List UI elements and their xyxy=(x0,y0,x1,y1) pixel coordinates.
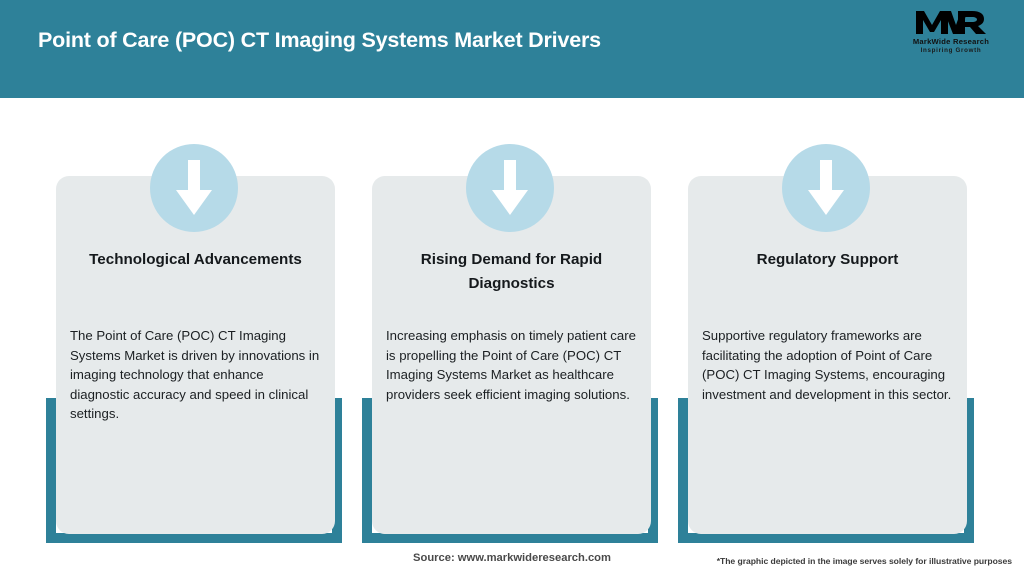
driver-card-3[interactable]: Regulatory Support Supportive regulatory… xyxy=(678,98,974,548)
card-body: The Point of Care (POC) CT Imaging Syste… xyxy=(70,328,320,422)
driver-card-2[interactable]: Rising Demand for Rapid Diagnostics Incr… xyxy=(362,98,658,548)
card-panel xyxy=(688,176,967,534)
frame-bottom-bar xyxy=(362,533,658,543)
down-arrow-icon xyxy=(782,144,870,232)
frame-bottom-bar xyxy=(46,533,342,543)
frame-bottom-bar xyxy=(678,533,974,543)
page-title: Point of Care (POC) CT Imaging Systems M… xyxy=(38,28,601,52)
logo-company-name: MarkWide Research xyxy=(912,37,990,46)
down-arrow-icon xyxy=(150,144,238,232)
card-title: Regulatory Support xyxy=(756,251,899,268)
card-panel xyxy=(56,176,335,534)
card-body: Supportive regulatory frameworks are fac… xyxy=(702,328,952,402)
disclaimer-label: *The graphic depicted in the image serve… xyxy=(716,556,1012,566)
brand-logo: MarkWide Research Inspiring Growth xyxy=(902,9,1000,57)
frame-right-bar xyxy=(964,398,974,543)
mwr-monogram-icon xyxy=(902,9,1000,36)
drivers-card-row: Technological Advancements The Point of … xyxy=(0,98,1024,576)
down-arrow-icon xyxy=(466,144,554,232)
frame-left-bar xyxy=(46,398,56,543)
header-bar xyxy=(0,0,1024,98)
card-body: Increasing emphasis on timely patient ca… xyxy=(386,328,636,402)
frame-left-bar xyxy=(678,398,688,543)
card-title: Rising Demand for Rapid Diagnostics xyxy=(420,251,603,292)
driver-card-1[interactable]: Technological Advancements The Point of … xyxy=(46,98,342,548)
card-title: Technological Advancements xyxy=(89,251,302,268)
source-label: Source: www.markwideresearch.com xyxy=(413,552,611,564)
frame-right-bar xyxy=(332,398,342,543)
logo-tagline: Inspiring Growth xyxy=(920,47,982,54)
frame-right-bar xyxy=(648,398,658,543)
frame-left-bar xyxy=(362,398,372,543)
card-panel xyxy=(372,176,651,534)
